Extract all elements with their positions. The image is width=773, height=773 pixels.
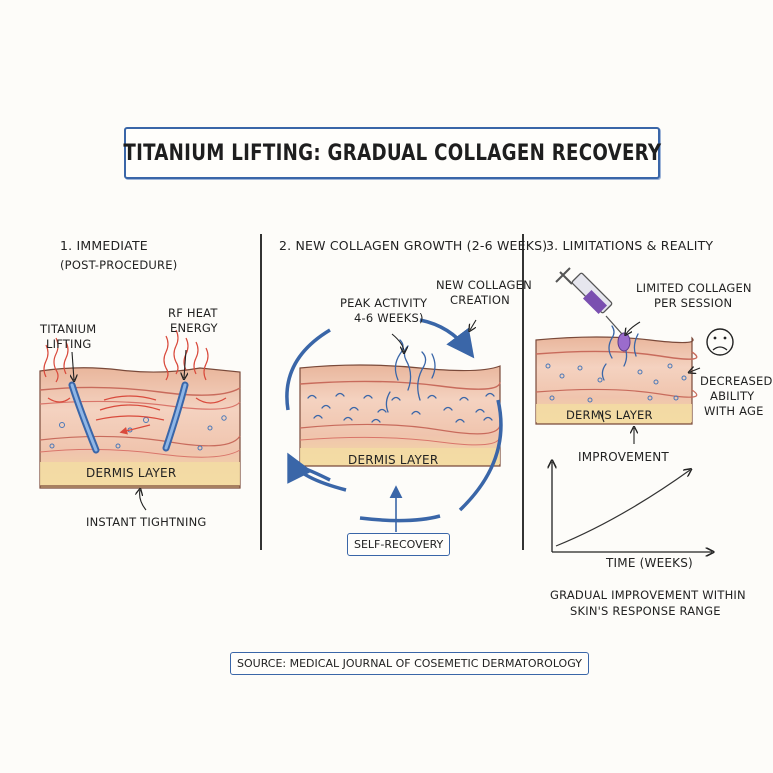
new-collagen-line2: CREATION [450,293,510,307]
source-citation: SOURCE: MEDICAL JOURNAL OF COSEMETIC DER… [230,652,589,675]
skin-cross-section-limitations [535,267,734,444]
panel1-dermis-label: DERMIS LAYER [86,466,177,480]
gradual-line1: GRADUAL IMPROVEMENT WITHIN [550,588,746,602]
new-collagen-line1: NEW COLLAGEN [436,278,532,292]
panel3-dermis-label: DERMIS LAYER [566,408,653,422]
decreased-line3: WITH AGE [704,404,764,418]
rf-label-line1: RF HEAT [168,306,218,320]
self-recovery-badge: SELF-RECOVERY [347,533,451,556]
skin-cross-section-immediate [39,329,241,511]
rf-label-line2: ENERGY [170,321,218,335]
panel1-subheading: (POST-PROCEDURE) [60,258,178,272]
page-title: TITANIUM LIFTING: GRADUAL COLLAGEN RECOV… [123,140,661,166]
instant-tightning-label: INSTANT TIGHTNING [86,515,207,529]
skin-cross-section-collagen-growth [285,318,503,532]
time-axis-label: TIME (WEEKS) [606,556,693,570]
panel2-dermis-label: DERMIS LAYER [348,453,439,467]
gradual-line2: SKIN'S RESPONSE RANGE [570,604,721,618]
panel2-heading: 2. NEW COLLAGEN GROWTH (2-6 WEEKS) [279,238,548,253]
peak-activity-line1: PEAK ACTIVITY [340,296,428,310]
peak-activity-line2: 4-6 WEEKS) [354,311,424,325]
limited-collagen-line2: PER SESSION [654,296,733,310]
improvement-label: IMPROVEMENT [578,450,669,464]
title-box: TITANIUM LIFTING: GRADUAL COLLAGEN RECOV… [123,127,661,179]
sad-face-icon [706,328,734,356]
titanium-label-line1: TITANIUM [40,322,97,336]
decreased-line1: DECREASED [700,374,773,388]
panel-divider-left [260,234,262,550]
panel3-heading: 3. LIMITATIONS & REALITY [546,238,714,253]
panel1-heading: 1. IMMEDIATE [60,238,148,253]
limited-collagen-line1: LIMITED COLLAGEN [636,281,752,295]
titanium-label-line2: LIFTING [46,337,92,351]
syringe-icon [555,267,623,335]
decreased-line2: ABILITY [710,389,755,403]
panel-divider-right [522,234,524,550]
improvement-chart [552,462,712,552]
